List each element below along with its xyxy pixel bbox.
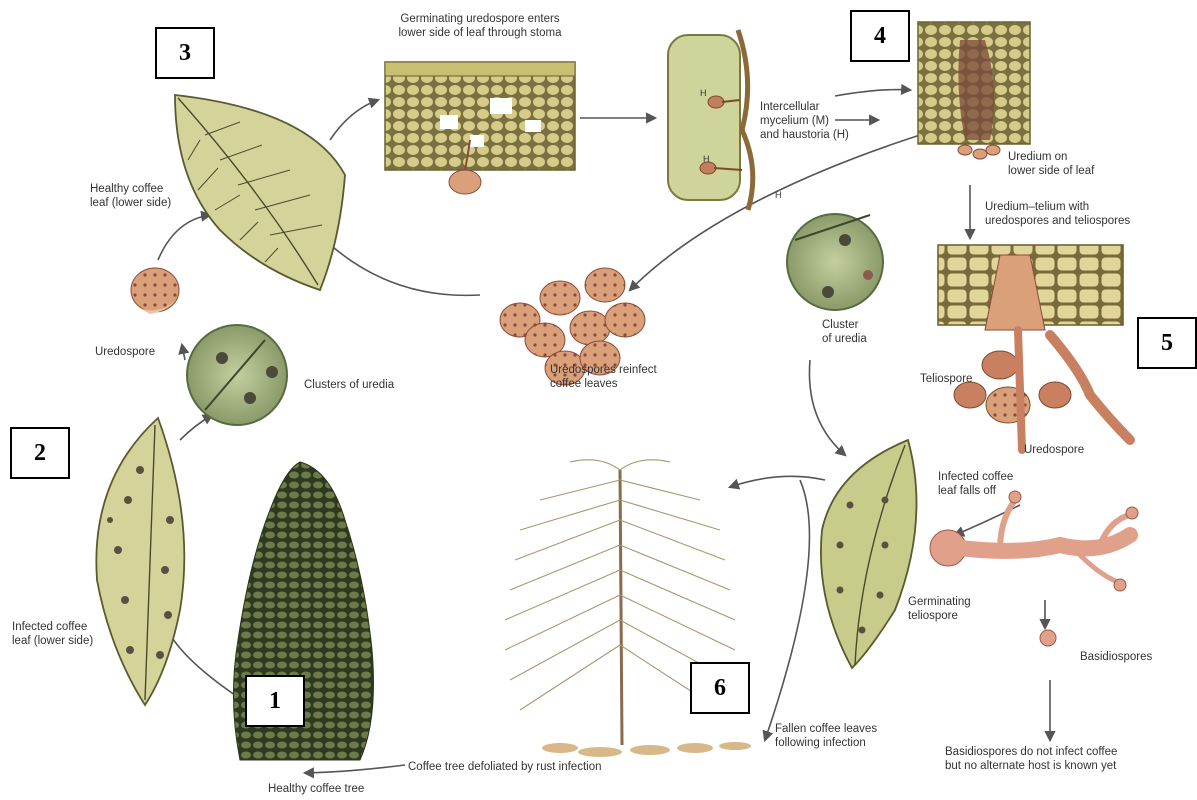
label-line: Fallen coffee leaves xyxy=(775,722,877,736)
label-line: Healthy coffee xyxy=(90,182,171,196)
label-germinating-uredospore: Germinating uredospore enters lower side… xyxy=(375,12,585,40)
cluster-of-uredia-magnifier xyxy=(787,214,883,310)
label-uredospore: Uredospore xyxy=(95,345,155,359)
label-line: teliospore xyxy=(908,609,971,623)
label-line: coffee leaves xyxy=(550,377,657,391)
haustorium-mark-2: H xyxy=(703,154,710,164)
label-uredium-telium: Uredium–telium with uredospores and teli… xyxy=(985,200,1130,228)
falling-infected-leaf xyxy=(821,440,917,668)
arrow-mycelium-to-uredium xyxy=(835,90,910,96)
arrow-defoliated-to-healthy-tree xyxy=(305,765,405,773)
uredium-tissue xyxy=(918,22,1030,159)
basidiospore-circle xyxy=(1040,630,1056,646)
label-intercellular-mycelium: Intercellular mycelium (M) and haustoria… xyxy=(760,100,849,142)
label-line: mycelium (M) xyxy=(760,114,849,128)
leaf-tissue-cross-section xyxy=(385,62,575,194)
label-healthy-leaf: Healthy coffee leaf (lower side) xyxy=(90,182,171,210)
healthy-coffee-leaf xyxy=(175,95,345,290)
label-line: Infected coffee xyxy=(12,620,93,634)
label-line: Intercellular xyxy=(760,100,849,114)
label-uredospore-2: Uredospore xyxy=(1024,443,1084,457)
label-line: lower side of leaf xyxy=(1008,164,1094,178)
label-uredium: Uredium on lower side of leaf xyxy=(1008,150,1094,178)
stage-number-6: 6 xyxy=(690,662,750,714)
label-line: Cluster xyxy=(822,318,867,332)
clusters-of-uredia-magnifier xyxy=(187,325,287,425)
label-infected-leaf: Infected coffee leaf (lower side) xyxy=(12,620,93,648)
stage-number-1: 1 xyxy=(245,675,305,727)
label-line: but no alternate host is known yet xyxy=(945,759,1117,773)
label-line: of uredia xyxy=(822,332,867,346)
label-line: leaf (lower side) xyxy=(12,634,93,648)
label-line: Germinating uredospore enters xyxy=(375,12,585,26)
label-line: uredospores and teliospores xyxy=(985,214,1130,228)
label-healthy-tree: Healthy coffee tree xyxy=(268,782,364,796)
label-basidiospores: Basidiospores xyxy=(1080,650,1152,664)
label-line: Uredium–telium with xyxy=(985,200,1130,214)
arrow-uredospore-to-healthy-leaf xyxy=(158,215,210,260)
arrow-clusters-to-uredospore xyxy=(182,345,185,360)
label-fallen-leaves: Fallen coffee leaves following infection xyxy=(775,722,877,750)
label-clusters-of-uredia: Clusters of uredia xyxy=(304,378,394,392)
label-line: leaf falls off xyxy=(938,484,1013,498)
label-line: Germinating xyxy=(908,595,971,609)
label-cluster-of-uredia: Cluster of uredia xyxy=(822,318,867,346)
label-infected-leaf-falls: Infected coffee leaf falls off xyxy=(938,470,1013,498)
arrow-falling-leaf-to-defoliated xyxy=(730,476,825,487)
stage-number-4: 4 xyxy=(850,10,910,62)
uredium-telium xyxy=(938,245,1130,450)
infected-coffee-leaf xyxy=(96,418,184,705)
label-line: Basidiospores do not infect coffee xyxy=(945,745,1117,759)
arrow-falling-leaf-to-fallen-leaves xyxy=(765,480,809,740)
stage-number-2: 2 xyxy=(10,427,70,479)
stage-number-3: 3 xyxy=(155,27,215,79)
arrow-leaf-to-tissue xyxy=(330,100,378,140)
label-line: following infection xyxy=(775,736,877,750)
label-germinating-teliospore: Germinating teliospore xyxy=(908,595,971,623)
label-teliospore: Teliospore xyxy=(920,372,972,386)
haustorium-mark-1: H xyxy=(700,88,707,98)
label-line: Infected coffee xyxy=(938,470,1013,484)
arrow-cluster-to-falling-leaf xyxy=(809,360,845,455)
label-uredospores-reinfect: Uredospores reinfect coffee leaves xyxy=(550,363,657,391)
label-basidiospores-note: Basidiospores do not infect coffee but n… xyxy=(945,745,1117,773)
label-line: Uredospores reinfect xyxy=(550,363,657,377)
label-line: leaf (lower side) xyxy=(90,196,171,210)
arrow-infected-leaf-to-clusters xyxy=(180,415,212,440)
arrow-reinfect-to-healthy-leaf xyxy=(325,240,480,295)
uredospore-single xyxy=(131,268,179,314)
haustorium-mark-3: H xyxy=(775,190,782,200)
label-line: and haustoria (H) xyxy=(760,128,849,142)
stage-number-5: 5 xyxy=(1137,317,1197,369)
label-line: Uredium on xyxy=(1008,150,1094,164)
label-line: lower side of leaf through stoma xyxy=(375,26,585,40)
label-defoliated-tree: Coffee tree defoliated by rust infection xyxy=(408,760,602,774)
